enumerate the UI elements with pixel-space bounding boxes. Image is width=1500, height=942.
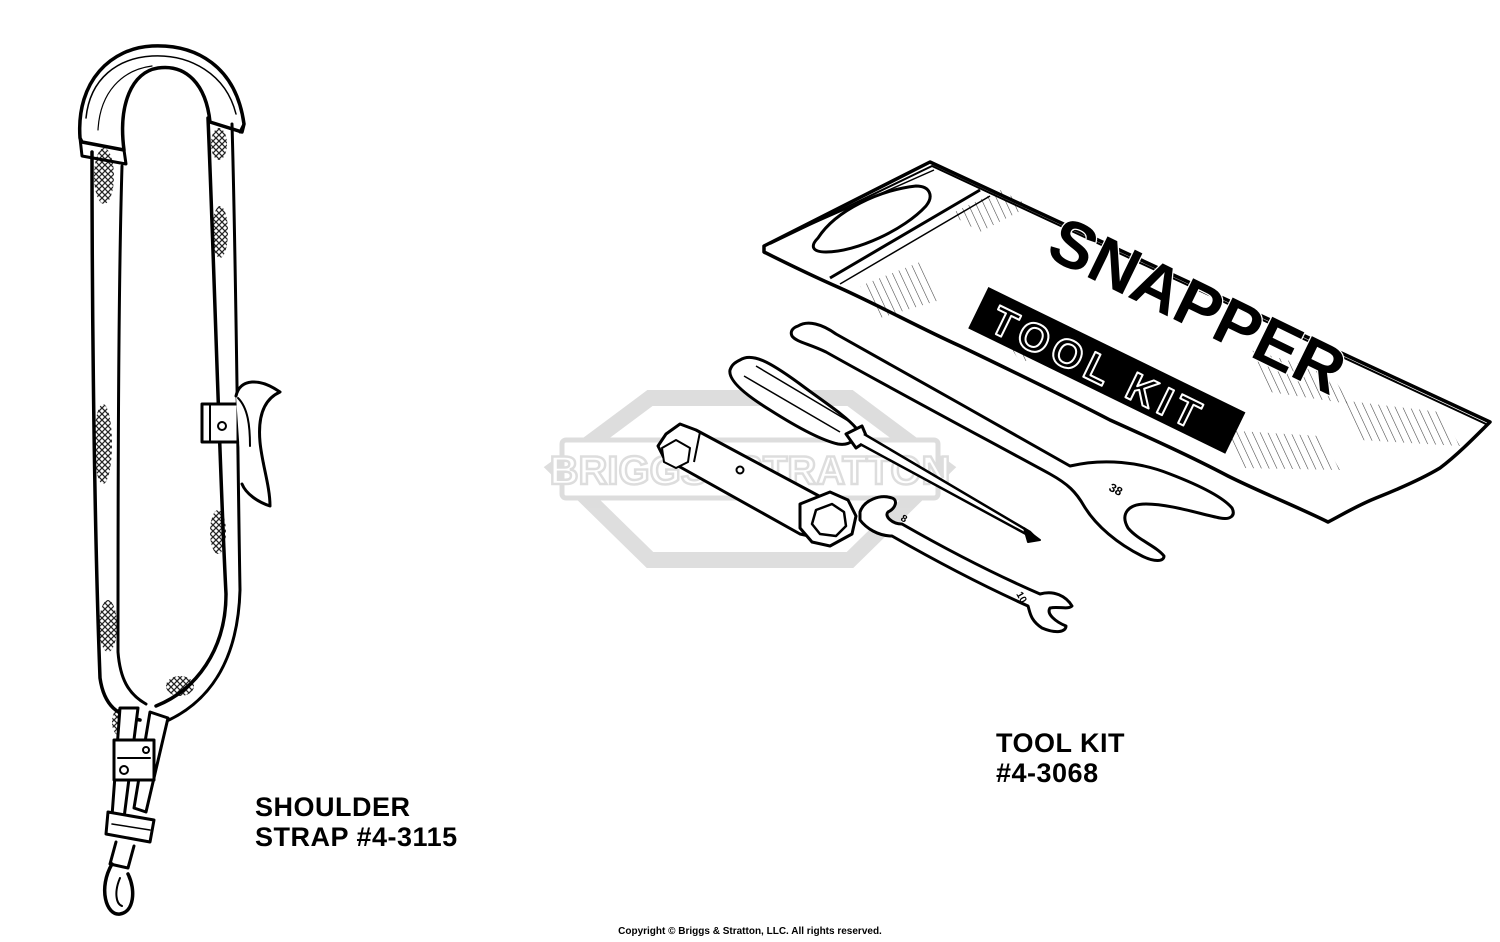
shoulder-strap [78,44,282,916]
large-wrench: 38 [789,321,1235,562]
small-wrench-size-8: 8 [899,513,910,526]
strap-snap-hook [102,706,170,916]
copyright-notice: Copyright © Briggs & Stratton, LLC. All … [618,926,882,937]
screwdriver [728,355,1041,543]
tool-kit-label: TOOL KIT #4-3068 [996,728,1125,788]
socket-wrench [656,422,858,548]
tool-kit-label-line2: #4-3068 [996,758,1099,788]
small-wrench-size-10: 10 [1013,590,1028,606]
shoulder-strap-label: SHOULDER STRAP #4-3115 [255,792,458,852]
tool-kit-label-line1: TOOL KIT [996,728,1126,758]
shoulder-strap-label-line1: SHOULDER [255,792,411,822]
small-wrench: 8 10 [858,495,1074,634]
shoulder-strap-label-line2: STRAP #4-3115 [255,822,458,852]
strap-buckle [200,380,282,508]
large-wrench-size: 38 [1107,480,1126,499]
